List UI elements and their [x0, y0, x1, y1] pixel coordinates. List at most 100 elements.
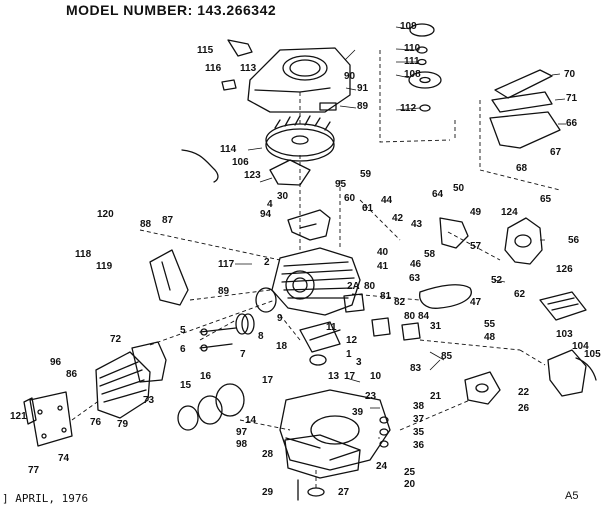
callout-66: 66 [566, 118, 578, 129]
callout-12: 12 [346, 335, 358, 346]
callout-104: 104 [572, 341, 589, 352]
callout-119: 119 [96, 261, 113, 272]
callout-4: 4 [267, 199, 273, 210]
callout-37: 37 [413, 414, 425, 425]
callout-111: 111 [404, 56, 420, 67]
page-title: MODEL NUMBER: 143.266342 [66, 2, 276, 18]
callout-10: 10 [370, 371, 382, 382]
callout-2: 2 [264, 257, 270, 268]
callout-82: 82 [394, 297, 406, 308]
callout-112: 112 [400, 103, 417, 114]
callout-70: 70 [564, 69, 576, 80]
callout-39: 39 [352, 407, 364, 418]
callout-86: 86 [66, 369, 78, 380]
callout-117: 117 [218, 259, 235, 270]
publication-date: ] APRIL, 1976 [2, 492, 89, 505]
callout-103: 103 [556, 329, 573, 340]
callout-36: 36 [413, 440, 425, 451]
callout-123: 123 [244, 170, 261, 181]
callout-26: 26 [518, 403, 530, 414]
callout-15: 15 [180, 380, 192, 391]
callout-42: 42 [392, 213, 404, 224]
callout-30: 30 [277, 191, 289, 202]
callout-3: 3 [356, 357, 362, 368]
callout-80-lower: 80 [404, 311, 416, 322]
callout-89: 89 [357, 101, 369, 112]
callout-76: 76 [90, 417, 102, 428]
callout-120: 120 [97, 209, 114, 220]
callout-1: 1 [346, 349, 352, 360]
callout-71: 71 [566, 93, 578, 104]
callout-64: 64 [432, 189, 444, 200]
callout-97: 97 [236, 427, 248, 438]
callout-23: 23 [365, 391, 377, 402]
callout-94: 94 [260, 209, 272, 220]
callout-77: 77 [28, 465, 40, 476]
callout-20: 20 [404, 479, 416, 490]
callout-113: 113 [240, 63, 257, 74]
callout-38: 38 [413, 401, 425, 412]
callout-11: 11 [326, 322, 337, 333]
callout-114: 114 [220, 144, 237, 155]
callout-116: 116 [205, 63, 222, 74]
callout-55: 55 [484, 319, 496, 330]
callout-47: 47 [470, 297, 482, 308]
callout-83: 83 [410, 363, 422, 374]
callout-29: 29 [262, 487, 274, 498]
callout-16: 16 [200, 371, 212, 382]
callout-8: 8 [258, 331, 264, 342]
callout-105: 105 [584, 349, 601, 360]
callout-106: 106 [232, 157, 249, 168]
callout-25: 25 [404, 467, 416, 478]
callout-60: 60 [344, 193, 356, 204]
model-number-label: MODEL NUMBER: [66, 2, 193, 18]
callout-44: 44 [381, 195, 393, 206]
callout-21: 21 [430, 391, 442, 402]
callout-81: 81 [380, 291, 392, 302]
callout-18: 18 [276, 341, 288, 352]
callout-109: 109 [400, 21, 417, 32]
callout-67: 67 [550, 147, 562, 158]
callout-24: 24 [376, 461, 388, 472]
callout-35: 35 [413, 427, 425, 438]
callout-50: 50 [453, 183, 465, 194]
callout-65: 65 [540, 194, 552, 205]
callout-118: 118 [75, 249, 92, 260]
callout-90: 90 [344, 71, 356, 82]
callout-74: 74 [58, 453, 70, 464]
callout-98: 98 [236, 439, 248, 450]
callout-52: 52 [491, 275, 503, 286]
callout-73: 73 [143, 395, 155, 406]
page-code: A5 [565, 490, 579, 502]
callout-79: 79 [117, 419, 129, 430]
callout-89-lower: 89 [218, 286, 230, 297]
callout-40: 40 [377, 247, 389, 258]
callout-96: 96 [50, 357, 62, 368]
callout-22: 22 [518, 387, 530, 398]
callout-121: 121 [10, 411, 27, 422]
callout-57: 57 [470, 241, 482, 252]
callout-13: 13 [328, 371, 340, 382]
callout-63: 63 [409, 273, 421, 284]
callout-9: 9 [277, 313, 283, 324]
callout-84: 84 [418, 311, 430, 322]
callout-17-lower: 17 [262, 375, 274, 386]
callout-91: 91 [357, 83, 369, 94]
callout-17: 17 [344, 371, 356, 382]
callout-85: 85 [441, 351, 453, 362]
callout-56: 56 [568, 235, 580, 246]
callout-95: 95 [335, 179, 347, 190]
callout-46: 46 [410, 259, 422, 270]
callout-124: 124 [501, 207, 518, 218]
callout-43: 43 [411, 219, 423, 230]
callout-31: 31 [430, 321, 442, 332]
callout-14: 14 [245, 415, 257, 426]
callout-58: 58 [424, 249, 436, 260]
callout-59: 59 [360, 169, 372, 180]
callout-88: 88 [140, 219, 152, 230]
model-number-value: 143.266342 [197, 2, 277, 18]
callout-110: 110 [404, 43, 421, 54]
callout-27: 27 [338, 487, 350, 498]
